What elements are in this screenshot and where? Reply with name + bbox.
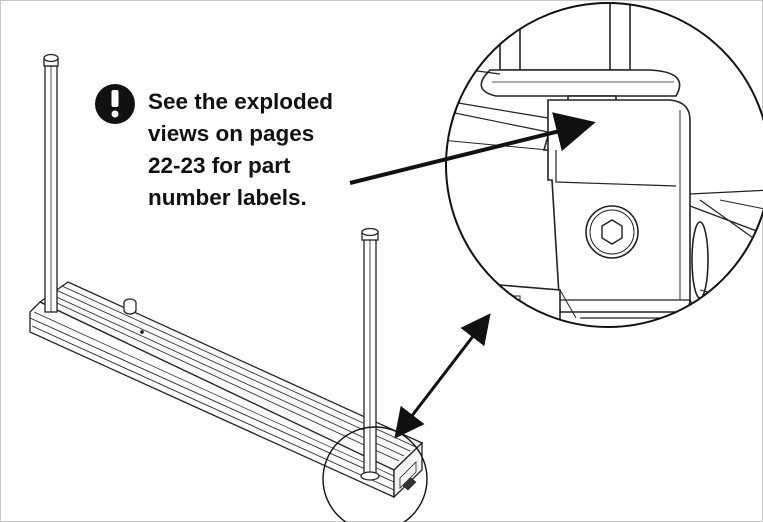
note-line: number labels.	[148, 185, 307, 210]
note-line: 22-23 for part	[148, 153, 291, 178]
zoomed-detail-view	[445, 2, 763, 328]
zoom-circle-outline	[445, 2, 763, 328]
detail-callout-circle	[322, 426, 428, 522]
right-post	[360, 227, 380, 481]
left-post	[43, 53, 59, 313]
pointer-arrow	[349, 112, 596, 185]
note-text: See the exploded views on pages 22-23 fo…	[148, 86, 333, 214]
note-line: views on pages	[148, 121, 315, 146]
exclamation-circle-icon	[95, 84, 135, 124]
base-rail	[29, 281, 424, 499]
zoom-link-arrow	[394, 313, 491, 439]
note-line: See the exploded	[148, 89, 334, 114]
